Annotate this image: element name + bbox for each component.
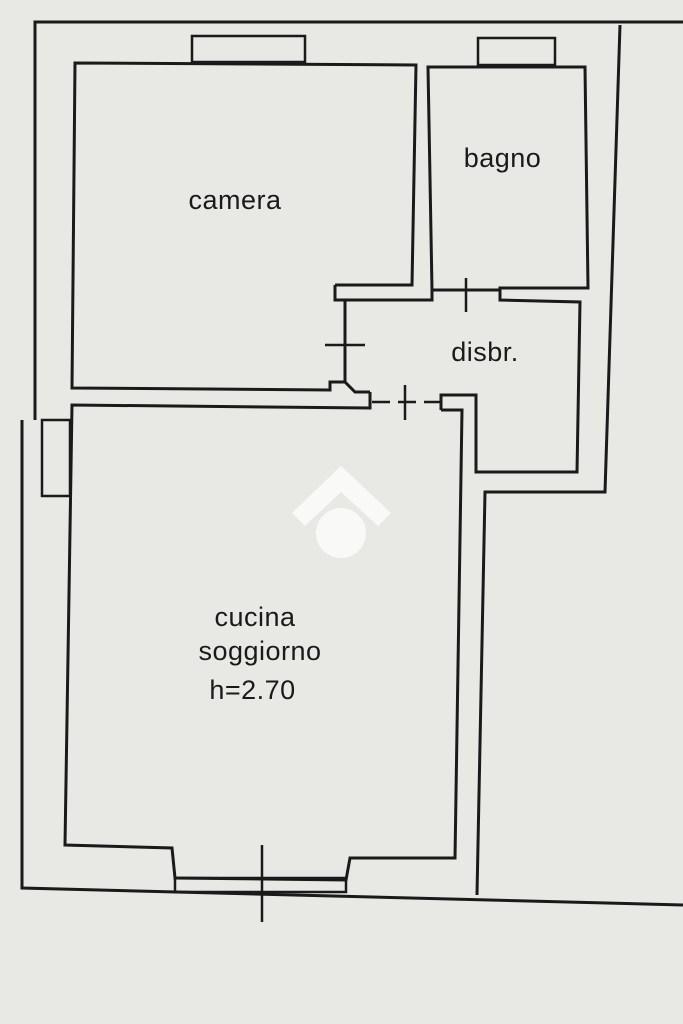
room-label-cucina: cucina bbox=[214, 602, 296, 632]
ceiling-height-label: h=2.70 bbox=[209, 675, 296, 705]
room-label-bagno: bagno bbox=[463, 143, 542, 173]
watermark-logo-icon bbox=[292, 466, 391, 558]
cucina-walls bbox=[63, 392, 464, 882]
camera-walls bbox=[70, 61, 418, 392]
door-marks bbox=[260, 278, 468, 922]
room-label-camera: camera bbox=[188, 185, 282, 215]
corridor-wall bbox=[343, 380, 370, 394]
outer-walls bbox=[20, 20, 683, 907]
disbr-walls bbox=[345, 288, 582, 474]
bagno-walls bbox=[426, 65, 590, 300]
room-label-soggiorno: soggiorno bbox=[198, 636, 322, 666]
room-label-disbr: disbr. bbox=[451, 337, 519, 367]
